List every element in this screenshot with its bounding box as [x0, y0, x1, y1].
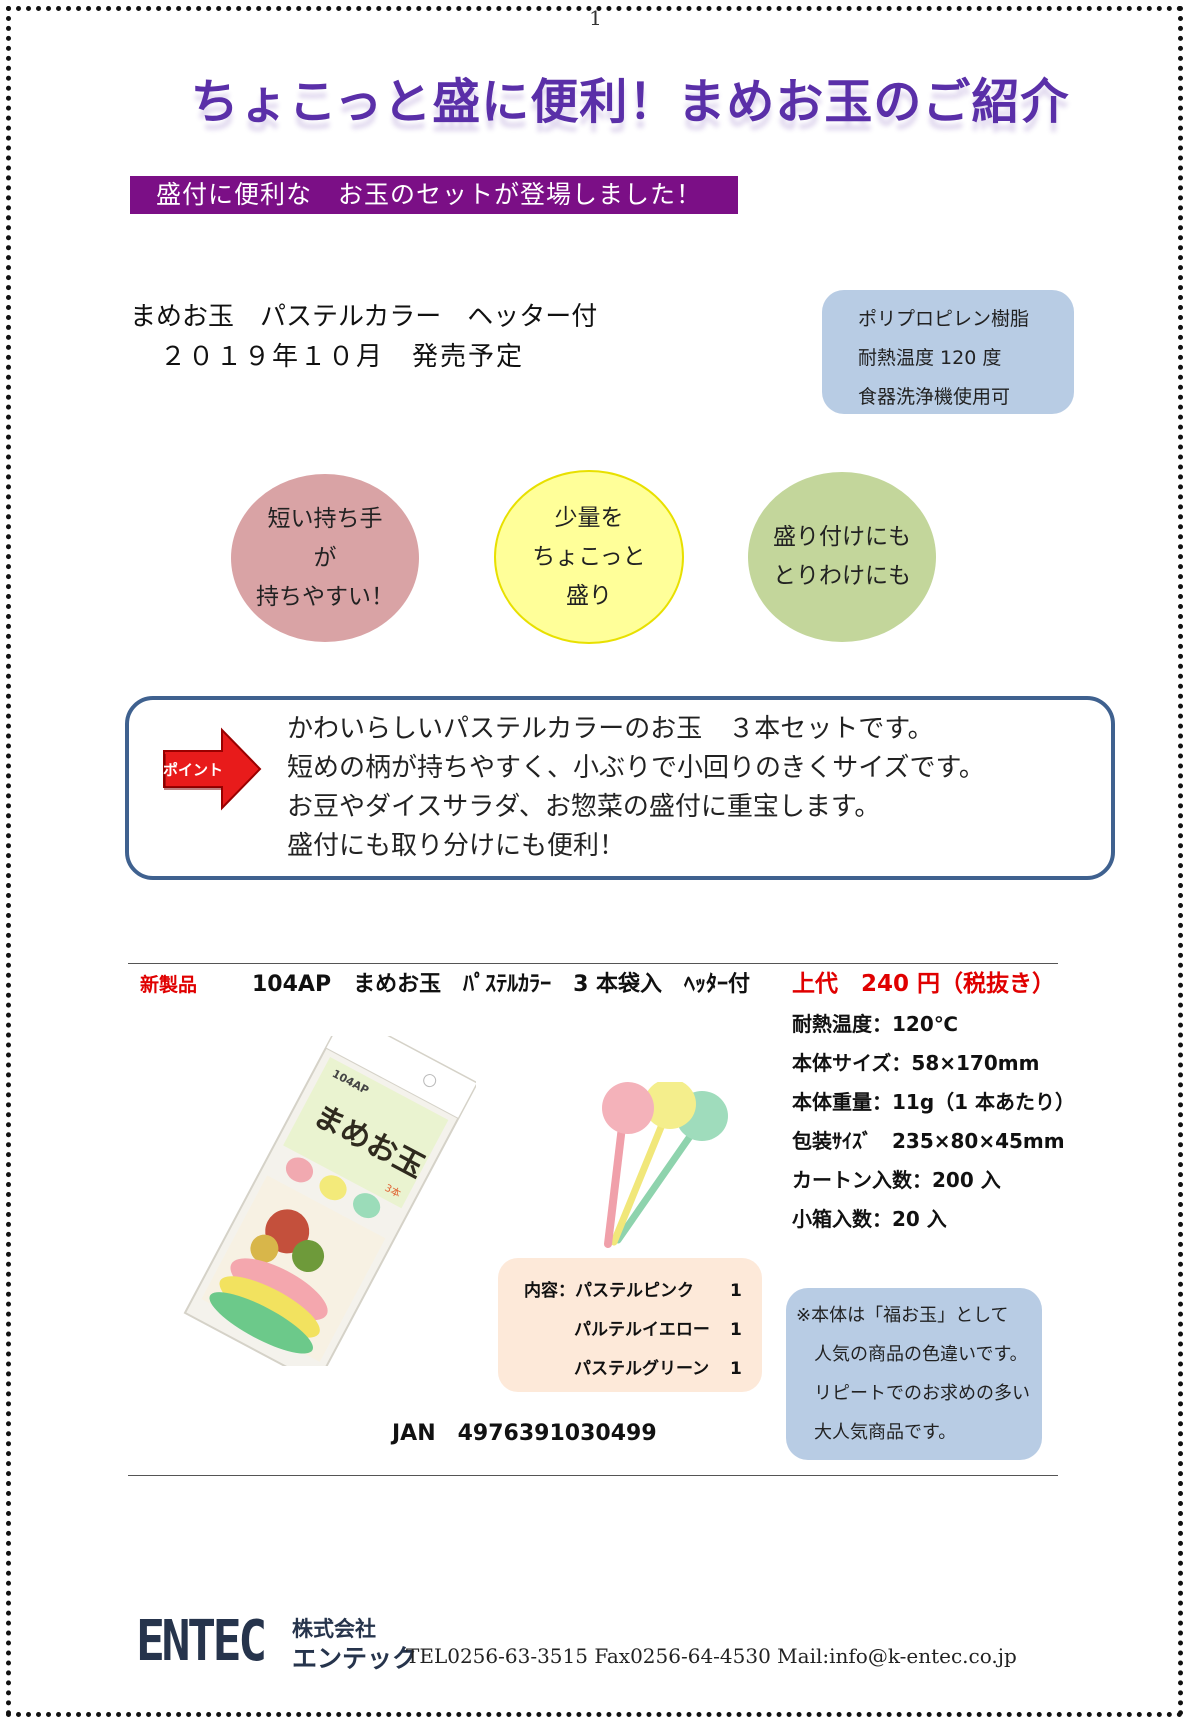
feature-text: 盛り — [566, 582, 612, 609]
product-name: 104AP まめお玉 ﾊﾟｽﾃﾙｶﾗｰ 3 本袋入 ﾍｯﾀｰ付 — [252, 972, 751, 997]
spec-item: カートン入数：200 入 — [792, 1168, 1001, 1192]
feature-circle-serving: 盛り付けにも とりわけにも — [748, 472, 936, 642]
spec-item: 耐熱温度：120℃ — [792, 1012, 958, 1036]
point-label: ポイント — [163, 761, 223, 779]
ladle-image — [602, 1082, 728, 1248]
content-qty: 1 — [730, 1281, 742, 1301]
note-line: ※本体は「福お玉」として — [796, 1305, 1009, 1326]
company-title: エンテック — [292, 1644, 418, 1673]
content-row: 内容：パステルピンク 1 — [524, 1272, 762, 1311]
product-price: 上代 240 円（税抜き） — [792, 971, 1056, 997]
content-name: パステルグリーン — [574, 1359, 710, 1379]
spec-item: 包装ｻｲｽﾞ 235×80×45mm — [792, 1129, 1065, 1153]
feature-text: 短い持ち手 — [267, 505, 383, 532]
feature-text: ちょこっと — [532, 543, 646, 570]
point-arrow-icon: ポイント — [163, 727, 262, 811]
content-row: パステルグリーン 1 — [524, 1350, 762, 1389]
spec-item: 本体サイズ：58×170mm — [792, 1051, 1040, 1075]
contact-info: TEL0256-63-3515 Fax0256-64-4530 Mail:inf… — [406, 1644, 1017, 1668]
section-divider-bottom — [128, 1475, 1058, 1476]
material-box: ポリプロピレン樹脂 耐熱温度 120 度 食器洗浄機使用可 — [822, 290, 1074, 414]
subtitle-banner: 盛付に便利な お玉のセットが登場しました！ — [130, 176, 738, 214]
jan-code: JAN 4976391030499 — [392, 1421, 657, 1446]
feature-text: 持ちやすい！ — [256, 583, 394, 610]
content-row: パルテルイエロー 1 — [524, 1311, 762, 1350]
note-line: リピートでのお求めの多い — [814, 1383, 1030, 1404]
point-line: かわいらしいパステルカラーのお玉 ３本セットです。 — [287, 714, 934, 744]
material-item: 食器洗浄機使用可 — [858, 386, 1011, 408]
content-qty: 1 — [730, 1359, 742, 1379]
content-name: パルテルイエロー — [574, 1320, 710, 1340]
note-box: ※本体は「福お玉」として 人気の商品の色違いです。 リピートでのお求めの多い 大… — [786, 1288, 1042, 1460]
company-type: 株式会社 — [292, 1617, 376, 1641]
material-item: 耐熱温度 120 度 — [858, 347, 1002, 369]
new-product-badge: 新製品 — [140, 974, 198, 996]
content-name: 内容：パステルピンク — [524, 1281, 694, 1301]
page-title: ちょこっと盛に便利！まめお玉のご紹介 — [190, 74, 1070, 130]
package-image: 104AP まめお玉 3本 — [183, 1036, 476, 1366]
point-line: お豆やダイスサラダ、お惣菜の盛付に重宝します。 — [287, 792, 881, 822]
page-border — [6, 6, 1183, 1717]
spec-list: 耐熱温度：120℃ 本体サイズ：58×170mm 本体重量：11g（1 本あたり… — [792, 1005, 1075, 1239]
feature-text: が — [313, 544, 337, 571]
note-line: 人気の商品の色違いです。 — [814, 1344, 1028, 1365]
product-line: まめお玉 パステルカラー ヘッター付 — [130, 302, 598, 332]
spec-item: 小箱入数：20 入 — [792, 1207, 947, 1231]
company-name: 株式会社 エンテック — [292, 1614, 417, 1674]
material-item: ポリプロピレン樹脂 — [858, 308, 1030, 330]
feature-text: とりわけにも — [773, 563, 911, 589]
feature-text: 盛り付けにも — [773, 524, 911, 550]
contents-box: 内容：パステルピンク 1 パルテルイエロー 1 パステルグリーン 1 — [498, 1258, 762, 1392]
note-line: 大人気商品です。 — [814, 1422, 957, 1443]
feature-circle-portion: 少量を ちょこっと 盛り — [494, 470, 684, 644]
feature-text: 少量を — [554, 504, 624, 531]
point-text: かわいらしいパステルカラーのお玉 ３本セットです。 短めの柄が持ちやすく、小ぶり… — [287, 710, 985, 866]
spec-item: 本体重量：11g（1 本あたり） — [792, 1090, 1076, 1114]
point-line: 盛付にも取り分けにも便利！ — [287, 831, 626, 861]
release-date: ２０１９年１０月 発売予定 — [160, 342, 525, 372]
point-line: 短めの柄が持ちやすく、小ぶりで小回りのきくサイズです。 — [287, 753, 985, 783]
page-number: 1 — [589, 6, 602, 30]
point-box — [125, 696, 1115, 880]
feature-circle-handle: 短い持ち手 が 持ちやすい！ — [231, 474, 419, 642]
company-logo: ENTEC — [136, 1609, 267, 1674]
section-divider-top — [128, 963, 1058, 964]
content-qty: 1 — [730, 1320, 742, 1340]
